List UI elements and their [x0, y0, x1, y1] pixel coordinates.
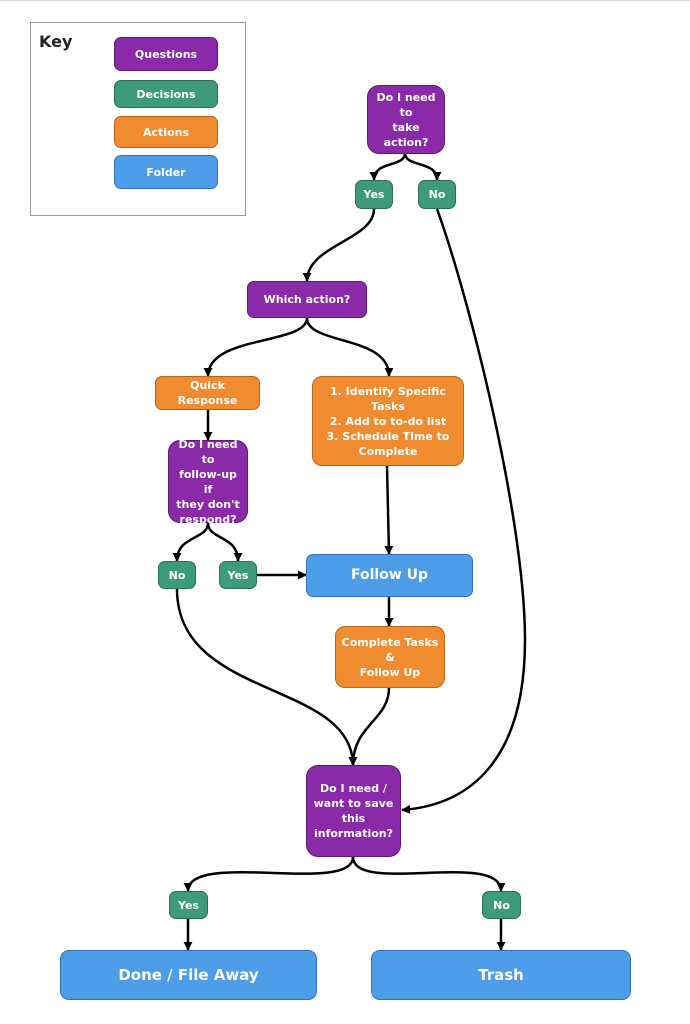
folder-trash: Trash	[371, 950, 631, 1000]
question-which-action: Which action?	[247, 281, 367, 318]
action-complete-tasks: Complete Tasks & Follow Up	[335, 626, 445, 688]
connector-no-save-q	[175, 588, 358, 766]
legend-actions: Actions	[114, 116, 218, 148]
connector-save-yes	[183, 856, 355, 892]
connector-take-action-yes	[369, 152, 407, 181]
question-save-information: Do I need / want to save this informatio…	[306, 765, 401, 857]
connector-no-save	[401, 208, 527, 814]
connector-save-no	[351, 856, 506, 892]
connector-complete-save-q	[348, 687, 391, 766]
connector-yes-which-action	[302, 208, 376, 282]
decision-yes-save: Yes	[169, 891, 208, 919]
connector-take-action-no	[403, 152, 442, 181]
action-task-steps: 1. Identify Specific Tasks 2. Add to to-…	[312, 376, 464, 466]
legend-title: Key	[39, 32, 73, 51]
legend-questions: Questions	[114, 37, 218, 71]
folder-done-file-away: Done / File Away	[60, 950, 317, 1000]
folder-follow-up: Follow Up	[306, 554, 473, 597]
legend-decisions: Decisions	[114, 80, 218, 108]
connector-tasks-follow-up	[384, 465, 394, 555]
connector-followup-q-no	[172, 522, 210, 562]
top-border-line	[0, 0, 690, 1]
legend-folder: Folder	[114, 155, 218, 189]
decision-no-follow-up: No	[158, 561, 196, 589]
connector-followup-q-yes	[206, 522, 243, 562]
connector-which-quick	[203, 317, 309, 377]
decision-no-take-action: No	[418, 180, 456, 209]
question-take-action: Do I need to take action?	[367, 85, 445, 154]
decision-yes-take-action: Yes	[355, 180, 393, 209]
decision-no-save: No	[482, 891, 521, 919]
decision-yes-follow-up: Yes	[219, 561, 257, 589]
question-follow-up-needed: Do I need to follow-up if they don't res…	[168, 438, 248, 526]
connector-which-tasks	[305, 317, 394, 377]
action-quick-response: Quick Response	[155, 376, 260, 410]
